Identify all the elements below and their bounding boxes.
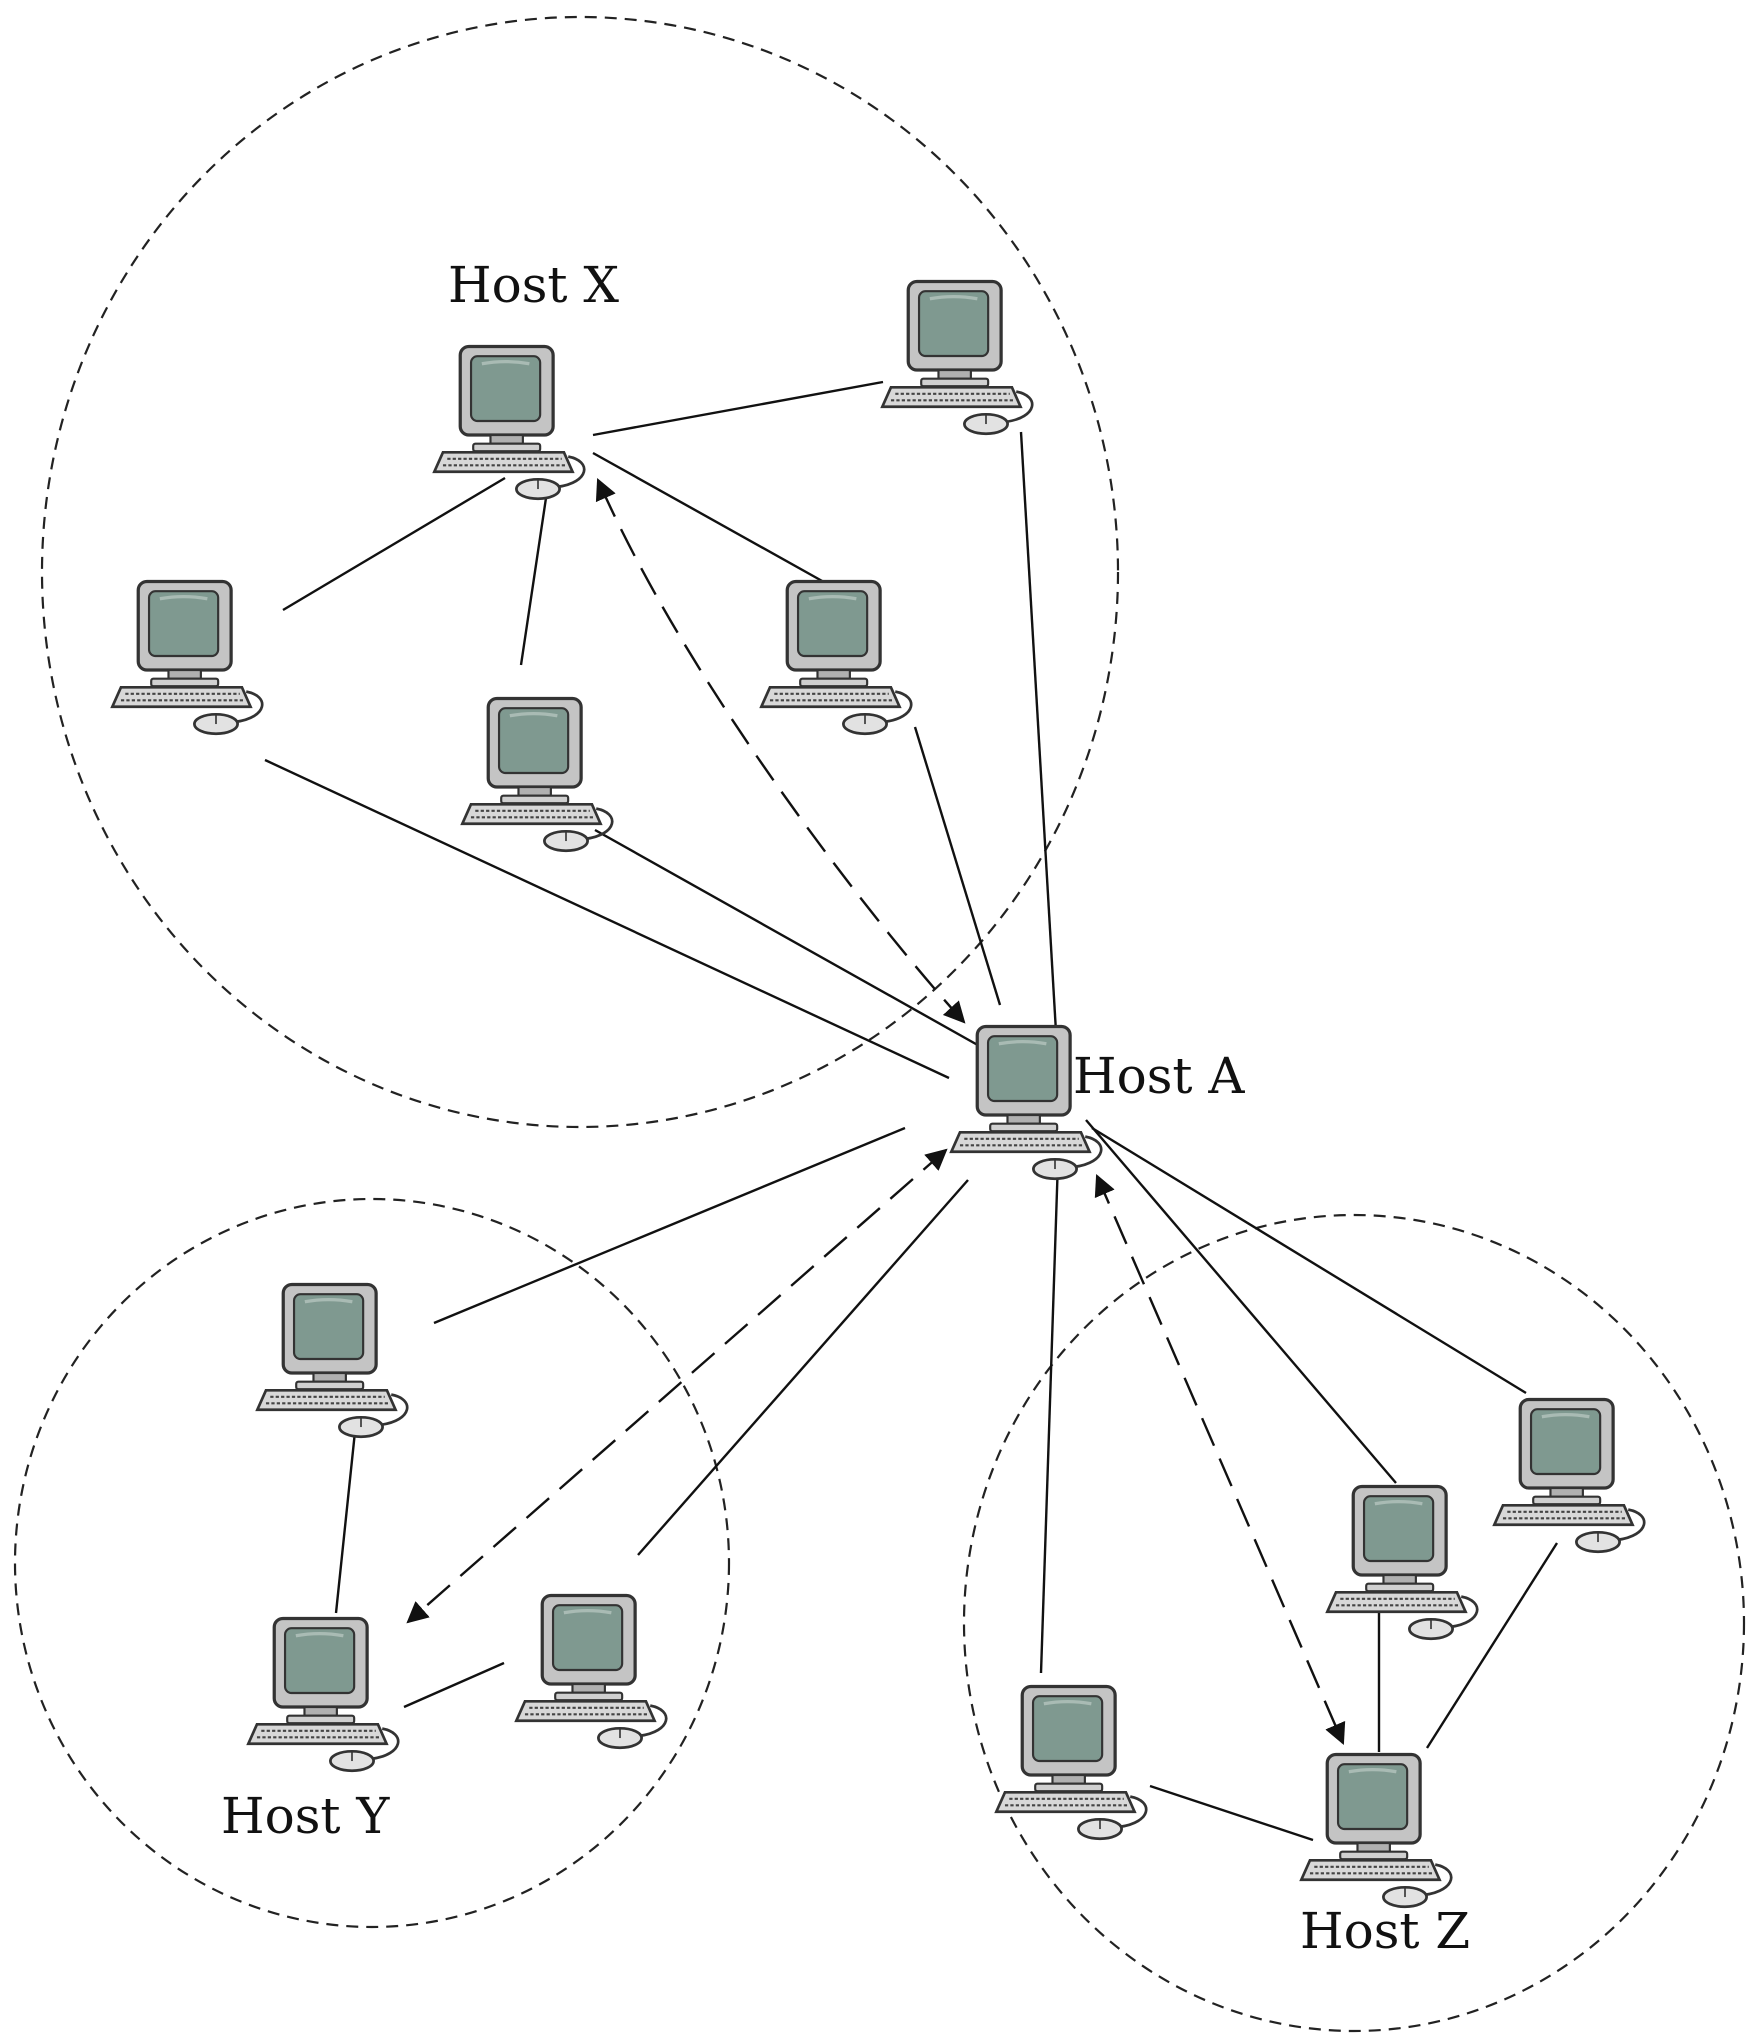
computer-icon-z-left (994, 1684, 1148, 1841)
link-z-right (1425, 1542, 1559, 1749)
link-a-top-right (1019, 431, 1058, 1033)
link-a-y-top (433, 1126, 906, 1325)
host-z-label: Host Z (1300, 1902, 1470, 1960)
link-z-left (1149, 1784, 1314, 1842)
link-a-mid-right (913, 726, 1002, 1006)
link-a-y-right (637, 1179, 969, 1556)
computer-icon-host-x (432, 344, 586, 501)
link-a-z-mid (1085, 1119, 1397, 1484)
computer-icon-y-top (255, 1282, 409, 1439)
link-y-vertical (334, 1421, 358, 1614)
cluster-x-boundary (40, 15, 1120, 1129)
flow-arrow-a-x (595, 478, 966, 1024)
host-x-label: Host X (448, 256, 619, 314)
computer-icon-z-right (1492, 1397, 1646, 1554)
computer-icon-host-y (246, 1616, 400, 1773)
computer-icon-x-mid-right (759, 579, 913, 736)
host-a-label: Host A (1073, 1047, 1245, 1105)
computer-icon-host-z (1299, 1752, 1453, 1909)
link-a-center (594, 828, 984, 1050)
computer-icon-y-right (514, 1593, 668, 1750)
computer-icon-x-left (110, 579, 264, 736)
cluster-z-boundary (962, 1213, 1746, 2033)
computer-icon-x-center (460, 696, 614, 853)
computer-icon-z-mid (1325, 1484, 1479, 1641)
link-x-left (282, 476, 506, 612)
flow-arrow-a-y (406, 1148, 948, 1624)
computer-icon-x-top-right (880, 279, 1034, 436)
host-y-label: Host Y (221, 1787, 390, 1845)
link-x-center (519, 497, 548, 666)
flow-arrow-a-z (1094, 1174, 1346, 1745)
link-a-z-right (1091, 1126, 1527, 1395)
link-x-mid-right (592, 451, 841, 593)
link-y-bottom (403, 1661, 505, 1709)
link-x-top-right (592, 380, 884, 437)
link-a-z-left (1039, 1159, 1060, 1674)
link-a-far-left (264, 758, 950, 1080)
